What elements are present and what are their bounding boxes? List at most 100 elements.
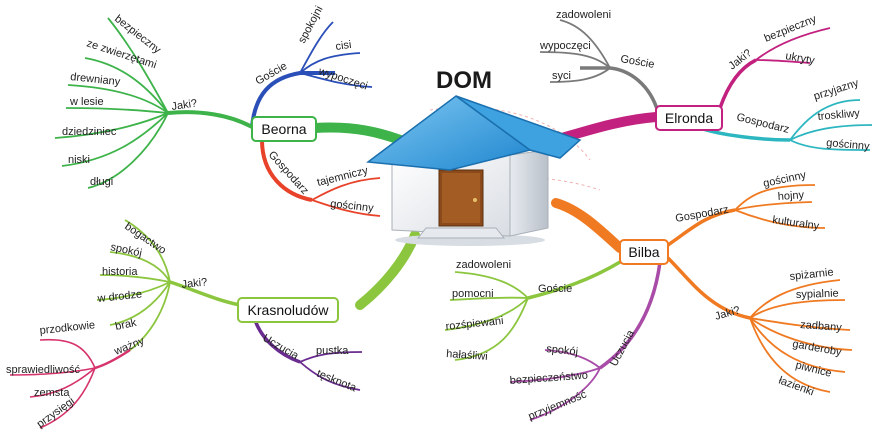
elronda-gospodarz-sub0: [789, 99, 861, 141]
node-krasnoludow-label: Krasnoludów: [248, 302, 330, 318]
beorna-jaki-sub6: [87, 112, 169, 189]
elronda-gospodarz-item-2: gościnny: [826, 137, 871, 153]
beorna-jaki-label: Jaki?: [171, 98, 198, 113]
beorna-goscie-sub1: [299, 21, 334, 74]
krasnoludow-jaki-item-5: ważny: [112, 335, 147, 358]
elronda-gospodarz-label: Gospodarz: [735, 111, 790, 136]
elronda-gospodarz-sub1: [789, 124, 873, 141]
bilba-jaki-item-0: spiżarnie: [789, 266, 834, 283]
krasnoludow-uczucia-label: Uczucia: [261, 332, 302, 362]
krasnoludow-jaki-item-4: brak: [114, 317, 138, 333]
elronda-goscie-label: Goście: [619, 53, 655, 71]
elronda-jaki-branch: [718, 58, 757, 109]
beorna-jaki-sub2: [67, 84, 169, 114]
beorna-goscie-item-1: cisi: [335, 39, 352, 53]
bilba-goscie-item-1: pomocni: [452, 288, 494, 300]
bilba-jaki-item-5: łazienki: [777, 375, 816, 399]
elronda-goscie-item-1: wypoczęci: [539, 40, 591, 52]
elronda-gospodarz-sub2: [789, 139, 871, 151]
beorna-goscie-item-2: wypoczęci: [316, 65, 369, 92]
beorna-jaki-item-3: w lesie: [69, 96, 104, 108]
krasnoludow-uczucia-item-1: tęsknota: [315, 368, 359, 395]
beorna-jaki-item-4: dziedziniec: [62, 126, 117, 138]
bilba-gospodarz-item-1: hojny: [777, 189, 805, 203]
krasnoludow-uczucia-item-0: pustka: [316, 345, 349, 357]
beorna-gospodarz-item-1: gościnny: [330, 198, 375, 215]
elronda-goscie-sub0: [559, 19, 611, 69]
bilba-uczucia-sub1: [509, 367, 601, 383]
bilba-jaki-item-2: zadbany: [800, 319, 843, 334]
bilba-jaki-item-3: garderoby: [791, 338, 842, 359]
node-krasnoludow[interactable]: Krasnoludów: [237, 297, 339, 323]
bilba-goscie-sub3: [454, 297, 529, 361]
beorna-jaki-sub0: [107, 17, 169, 114]
node-elronda[interactable]: Elronda: [655, 105, 723, 131]
beorna-gospodarz-sub1: [311, 199, 381, 217]
krasnoludow-uczucia-sub0: [299, 351, 363, 363]
elronda-goscie-sub1: [539, 51, 611, 69]
beorna-jaki-item-2: drewniany: [70, 71, 122, 88]
krasnoludow-jaki-sub5: [129, 281, 171, 351]
krasnoludow-wazny-sub1: [9, 367, 96, 376]
node-beorna-label: Beorna: [261, 121, 306, 137]
bilba-goscie-branch: [527, 260, 621, 300]
node-bilba[interactable]: Bilba: [619, 239, 669, 265]
krasnoludow-uczucia-branch: [253, 319, 301, 364]
krasnoludow-jaki-item-3: w drodze: [96, 288, 143, 305]
beorna-jaki-sub4: [54, 112, 169, 139]
bilba-uczucia-item-1: bezpieczeństwo: [509, 370, 588, 387]
elronda-jaki-item-1: ukryty: [784, 50, 815, 67]
bilba-gospodarz-sub1: [734, 201, 813, 211]
elronda-gospodarz-item-1: troskliwy: [817, 107, 861, 123]
bilba-jaki-sub2: [749, 317, 851, 331]
krasnoludow-wazny-item-2: zemsta: [34, 387, 70, 399]
krasnoludow-main-branch: [355, 230, 420, 310]
krasnoludow-jaki-sub3: [96, 281, 171, 301]
krasnoludow-jaki-item-1: spokój: [109, 241, 143, 259]
krasnoludow-wazny-item-0: przodkowie: [39, 319, 96, 337]
beorna-goscie-branch: [250, 71, 335, 128]
beorna-gospodarz-sub0: [311, 177, 381, 201]
bilba-jaki-sub1: [749, 299, 846, 319]
bilba-goscie-label: Goście: [538, 283, 572, 295]
bilba-uczucia-item-2: przyjemność: [527, 388, 589, 422]
bilba-jaki-branch: [666, 256, 751, 320]
krasnoludow-wazny-item-3: przysięgi: [35, 395, 77, 430]
bilba-uczucia-branch: [598, 261, 662, 370]
krasnoludow-wazny-item-1: sprawiedliwość: [6, 364, 80, 376]
elronda-goscie-item-2: syci: [552, 70, 571, 82]
krasnoludow-jaki-sub4: [109, 281, 171, 326]
beorna-jaki-item-5: niski: [68, 154, 90, 166]
bilba-gospodarz-branch: [667, 208, 736, 247]
beorna-goscie-sub3: [299, 72, 373, 88]
node-elronda-label: Elronda: [665, 110, 713, 126]
bilba-jaki-item-4: piwnice: [794, 359, 833, 380]
krasnoludow-wazny-sub3: [39, 367, 96, 429]
bilba-main-branch: [551, 198, 625, 253]
elronda-goscie-branch: [580, 66, 660, 113]
bilba-gospodarz-item-2: kulturalny: [772, 214, 821, 233]
elronda-jaki-sub0: [755, 27, 831, 61]
beorna-jaki-sub1: [84, 57, 169, 114]
beorna-jaki-item-6: długi: [90, 176, 113, 188]
elronda-jaki-label: Jaki?: [726, 47, 754, 72]
krasnoludow-jaki-label: Jaki?: [181, 276, 208, 291]
krasnoludow-jaki-sub1: [109, 251, 171, 283]
bilba-jaki-sub4: [749, 317, 846, 373]
krasnoludow-jaki-sub0: [124, 219, 171, 283]
bilba-jaki-sub3: [749, 317, 853, 351]
bilba-goscie-sub0: [454, 271, 529, 299]
bilba-uczucia-label: Uczucia: [608, 327, 637, 368]
node-beorna[interactable]: Beorna: [251, 116, 317, 142]
beorna-jaki-sub5: [61, 112, 169, 167]
bilba-gospodarz-sub2: [734, 209, 826, 229]
krasnoludow-wazny-sub0: [39, 338, 96, 369]
bilba-jaki-sub0: [749, 279, 841, 319]
beorna-goscie-item-0: spokojni: [296, 4, 326, 45]
node-bilba-label: Bilba: [628, 244, 659, 260]
krasnoludow-jaki-item-2: historia: [102, 266, 138, 278]
krasnoludow-wazny-branch: [94, 348, 131, 370]
bilba-goscie-sub1: [449, 296, 529, 301]
elronda-goscie-item-0: zadowoleni: [556, 9, 611, 21]
